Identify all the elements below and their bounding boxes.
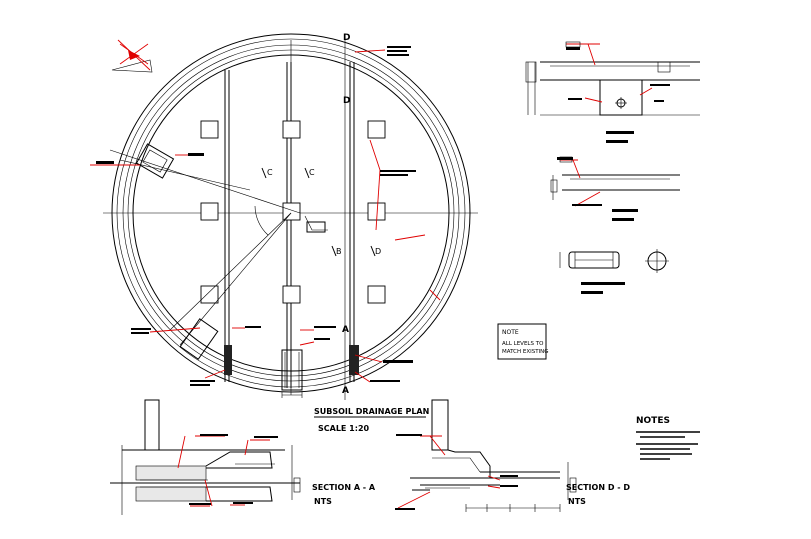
section-letter-d-top: D: [343, 33, 350, 43]
plan-title: SUBSOIL DRAINAGE PLAN: [314, 407, 429, 416]
plan-scale: SCALE 1:20: [318, 424, 370, 433]
section-letter-b: B: [336, 247, 342, 256]
section-markers: D D A A C C B D: [261, 33, 381, 396]
callout-text-blocks: [96, 46, 670, 510]
inlet-pipes: [109, 143, 328, 360]
note-heading: NOTE: [502, 329, 519, 336]
section-letter-c-right: C: [309, 168, 315, 177]
plan-dimension: [281, 392, 303, 398]
section-d-detail: [397, 399, 577, 512]
notes-heading: NOTES: [636, 416, 670, 426]
north-arrow-icon: [111, 39, 153, 73]
section-letter-a-mid: A: [342, 325, 349, 335]
detail-pipe: [559, 249, 669, 273]
section-d-scale: NTS: [568, 497, 586, 506]
detail-beam-top: [525, 41, 700, 116]
section-letter-a-bottom: A: [342, 386, 349, 396]
column-pads: [200, 120, 386, 304]
notes-lines: [636, 431, 700, 460]
note-line-1: ALL LEVELS TO: [502, 341, 544, 347]
section-letter-d-mid: D: [343, 96, 350, 106]
note-line-2: MATCH EXISTING: [502, 349, 549, 355]
note-box: NOTE ALL LEVELS TO MATCH EXISTING: [497, 323, 549, 360]
section-letter-c-left: C: [267, 168, 273, 177]
section-a-title: SECTION A - A: [312, 483, 376, 492]
leader-lines: [90, 49, 441, 383]
section-a-detail: [110, 399, 301, 515]
section-letter-d-right: D: [375, 247, 381, 256]
drain-pipes: [224, 62, 359, 391]
section-d-title: SECTION D - D: [566, 483, 630, 492]
section-a-scale: NTS: [314, 497, 332, 506]
detail-beam-mid: [550, 156, 680, 207]
